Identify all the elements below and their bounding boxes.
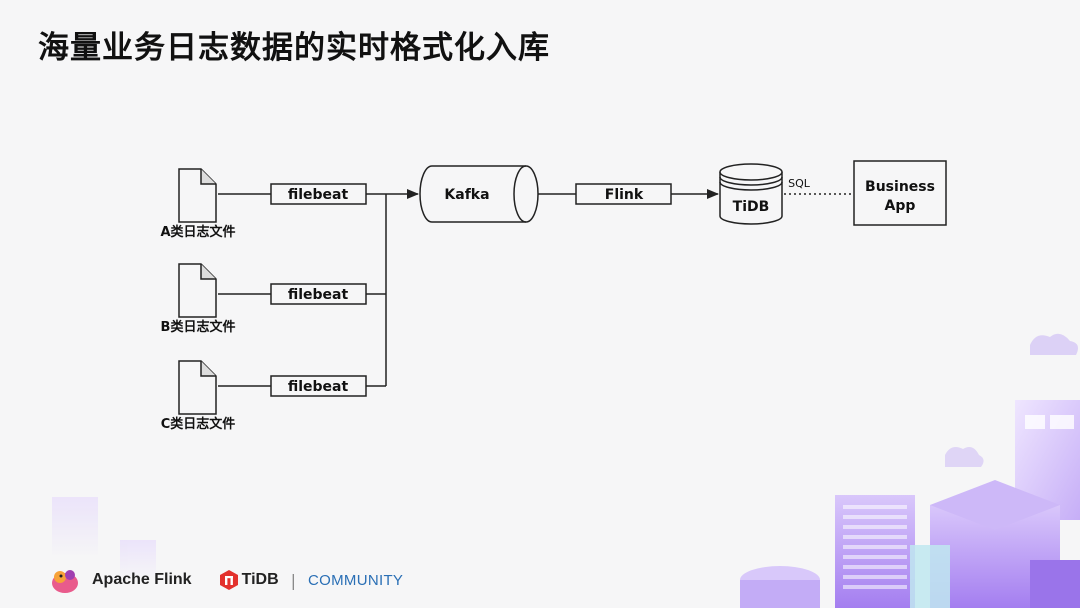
tidb-logo: TiDB (219, 570, 279, 590)
filebeat-label-a: filebeat (288, 187, 349, 203)
tidb-footer-label: TiDB (241, 571, 279, 588)
tidb-logo-icon (219, 570, 238, 590)
source-label-c: C类日志文件 (161, 416, 236, 432)
tidb-label: TiDB (733, 199, 770, 215)
log-file-a-icon (178, 168, 217, 223)
page-title: 海量业务日志数据的实时格式化入库 (38, 30, 550, 66)
log-file-b-icon (178, 263, 217, 318)
filebeat-box-b: filebeat (270, 283, 367, 305)
sql-label: SQL (788, 177, 811, 190)
flink-label: Flink (605, 187, 644, 203)
apache-flink-label: Apache Flink (92, 571, 192, 588)
kafka-queue: Kafka (419, 165, 539, 223)
business-app-label-line1: Business (865, 179, 935, 195)
community-label: COMMUNITY (308, 571, 404, 589)
source-label-a: A类日志文件 (160, 224, 235, 240)
business-app-box: Business App (853, 160, 947, 226)
log-file-c-icon (178, 360, 217, 415)
filebeat-label-c: filebeat (288, 379, 349, 395)
footer-divider: | (290, 570, 297, 590)
source-label-b: B类日志文件 (161, 319, 236, 335)
flink-box: Flink (575, 183, 672, 205)
kafka-label: Kafka (444, 187, 489, 203)
decorative-cubes (52, 497, 156, 580)
city-illustration (740, 333, 1080, 608)
business-app-label-line2: App (885, 198, 916, 214)
filebeat-label-b: filebeat (288, 287, 349, 303)
flink-squirrel-icon (52, 570, 78, 593)
tidb-database-icon: TiDB (719, 163, 783, 225)
footer-logos: Apache Flink TiDB | COMMUNITY (50, 562, 403, 598)
filebeat-box-a: filebeat (270, 183, 367, 205)
filebeat-box-c: filebeat (270, 375, 367, 397)
